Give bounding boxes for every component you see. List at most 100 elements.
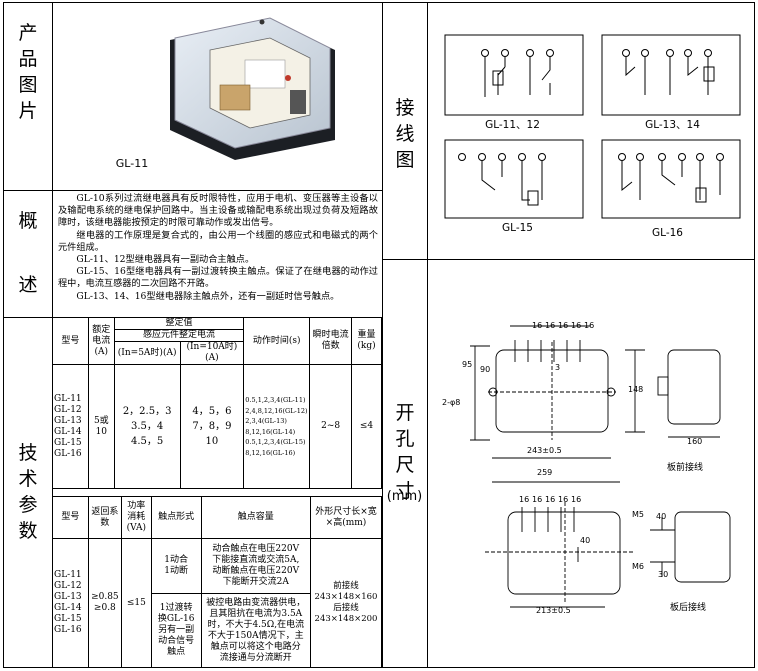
dim-40-rear: 40 xyxy=(656,512,667,521)
time-line: 0.5,1,2,3,4(GL-15) xyxy=(245,438,306,446)
h-weight: 重量(kg) xyxy=(351,317,382,365)
dims-line: 后接线 xyxy=(333,603,359,613)
right-label-divider xyxy=(427,2,428,668)
contact-line: 1动合 xyxy=(164,555,189,565)
h2-return: 返回系数 xyxy=(87,496,122,539)
rear-cutout-drawing xyxy=(485,502,731,608)
time-values: 0.5,1,2,3,4(GL-11) 2,4,8,12,16(GL-12) 2,… xyxy=(243,364,311,489)
dim-259: 259 xyxy=(537,468,553,477)
return-line: ≥0.85 xyxy=(91,592,119,602)
dim-16-rear: 16 xyxy=(519,495,530,504)
power-value: ≤15 xyxy=(120,538,152,668)
wiring-diagrams xyxy=(444,34,741,219)
model-item: GL-12 xyxy=(54,581,82,591)
section-tech-params: 技术参数 xyxy=(18,442,38,542)
in10-line: 7，8，9 xyxy=(192,421,232,432)
h2-contact: 触点形式 xyxy=(150,496,202,539)
models2-cell: GL-11 GL-12 GL-13 GL-14 GL-15 GL-16 xyxy=(52,538,89,668)
dim-16-rear: 16 xyxy=(532,495,543,504)
dim-40: 40 xyxy=(580,536,591,545)
wiring-caption-gl11-12: GL-11、12 xyxy=(485,119,540,131)
capacity-line: 且其阻抗在电流为3.5A xyxy=(209,608,303,619)
tech-table-1: 型号 额定电流(A) 整定值 动作时间(s) 瞬时电流倍数 重量(kg) 感应元… xyxy=(52,317,382,489)
in5-line: 4.5，5 xyxy=(131,436,164,447)
model-item: GL-16 xyxy=(54,625,82,635)
model-item: GL-13 xyxy=(54,592,82,602)
model-item: GL-14 xyxy=(54,603,82,613)
in10-line: 4，5，6 xyxy=(192,406,232,417)
contact-line: 另有一副 xyxy=(158,625,195,635)
cutout-drawings xyxy=(470,325,731,608)
capacity-line: 动断触点在电压220V xyxy=(212,566,300,576)
h2-power: 功率消耗(VA) xyxy=(120,496,152,539)
section-cutout-1: 开 xyxy=(395,402,415,424)
time-line: 8,12,16(GL-16) xyxy=(245,448,296,457)
instant-value: 2~8 xyxy=(309,364,353,489)
dim-16-rear: 16 xyxy=(571,495,582,504)
time-line: 8,12,16(GL-14) xyxy=(245,427,296,436)
dim-16-front: 16 xyxy=(532,321,543,330)
in5-values: 2，2.5，3 3.5，4 4.5，5 xyxy=(113,364,181,489)
h-action-time: 动作时间(s) xyxy=(243,317,311,365)
capacity-line: 不大于150A情况下，主 xyxy=(207,630,304,641)
relay-product-illustration xyxy=(170,17,335,160)
divider-image-overview xyxy=(3,190,382,191)
section-cutout-3: 尺 xyxy=(395,454,415,476)
in10-line: 10 xyxy=(205,436,219,447)
dim-16-front: 16 xyxy=(545,321,556,330)
model-item: GL-15 xyxy=(54,614,82,624)
contact-line: 动合信号 xyxy=(158,636,195,646)
h-in5: (In=5A时)(A) xyxy=(113,341,181,365)
section-cutout-4: 寸 xyxy=(395,480,415,502)
in10-values: 4，5，6 7，8，9 10 xyxy=(179,364,245,489)
contact-line: 触点 xyxy=(167,647,186,657)
wiring-gl11-12 xyxy=(444,34,584,116)
capacity-line: 触点可以将这个电路分 xyxy=(210,641,301,652)
time-line: 2,4,8,12,16(GL-12) xyxy=(245,406,308,415)
section-product-image: 产品图片 xyxy=(18,22,38,122)
cutout-unit: (mm) xyxy=(386,489,423,504)
return-values: ≥0.85 ≥0.8 xyxy=(87,538,122,668)
product-caption: GL-11 xyxy=(115,157,149,170)
in5-line: 2，2.5，3 xyxy=(122,406,172,417)
weight-value: ≤4 xyxy=(351,364,382,489)
contact-line: 换GL-16 xyxy=(157,614,195,624)
dim-16-rear: 16 xyxy=(558,495,569,504)
overview-paragraph: 继电器的工作原理是复合式的，由公用一个线圈的感应式和电磁式的两个元件组成。 xyxy=(58,229,378,253)
h-setting: 整定值 xyxy=(113,317,245,330)
capacity-line: 下能断开交流2A xyxy=(222,577,289,587)
section-cutout-2: 孔 xyxy=(395,428,415,450)
h2-capacity: 触点容量 xyxy=(200,496,311,539)
wiring-gl13-14 xyxy=(601,34,741,116)
overview-text: GL-10系列过流继电器具有反时限特性，应用于电机、变压器等主设备以及输配电系统… xyxy=(58,193,378,303)
return-line: ≥0.8 xyxy=(93,603,116,613)
dim-3: 3 xyxy=(555,363,561,372)
models-cell: GL-11 GL-12 GL-13 GL-14 GL-15 GL-16 xyxy=(52,364,89,489)
dim-hole: 2-φ8 xyxy=(442,398,461,407)
h2-model: 型号 xyxy=(52,496,89,539)
dim-213: 213±0.5 xyxy=(536,606,571,615)
capacity-line: 下能接直流或交流5A, xyxy=(212,555,300,565)
dim-148: 148 xyxy=(628,385,644,394)
wiring-gl15 xyxy=(444,139,584,219)
dims-line: 243×148×200 xyxy=(314,614,378,624)
dim-16-front: 16 xyxy=(571,321,582,330)
front-cutout-drawing xyxy=(470,325,721,483)
model-item: GL-12 xyxy=(54,404,82,415)
dims-values: 前接线 243×148×160 后接线 243×148×200 xyxy=(309,538,383,668)
overview-paragraph: GL-15、16型继电器具有一副过渡转换主触点。保证了在继电器的动作过程中，电流… xyxy=(58,266,378,290)
model-item: GL-16 xyxy=(54,448,82,459)
time-line: 2,3,4(GL-13) xyxy=(245,417,287,425)
wiring-caption-gl16: GL-16 xyxy=(652,227,683,239)
h-model: 型号 xyxy=(52,317,89,365)
capacity-1: 动合触点在电压220V 下能接直流或交流5A, 动断触点在电压220V 下能断开… xyxy=(200,538,311,594)
dim-30: 30 xyxy=(658,570,669,579)
overview-paragraph: GL-13、14、16型继电器除主触点外，还有一副延时信号触点。 xyxy=(76,290,340,302)
contact-form-1: 1动合 1动断 xyxy=(150,538,202,594)
dim-16-front: 16 xyxy=(558,321,569,330)
h2-dims: 外形尺寸长×宽×高(mm) xyxy=(309,496,383,539)
overview-paragraph: GL-11、12型继电器具有一副动合主触点。 xyxy=(76,254,255,266)
capacity-line: 动合触点在电压220V xyxy=(212,544,300,554)
contact-form-2: 1过渡转 换GL-16 另有一副 动合信号 触点 xyxy=(150,593,202,668)
contact-line: 1动断 xyxy=(164,566,189,576)
